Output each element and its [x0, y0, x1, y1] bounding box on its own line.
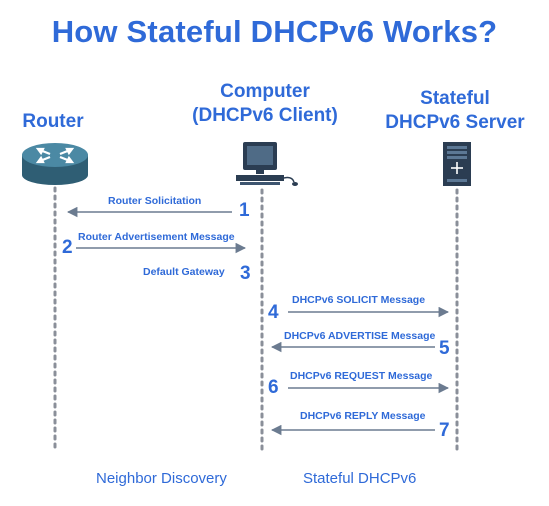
step-number-1: 1	[239, 200, 250, 221]
msg-label-7: DHCPv6 REPLY Message	[300, 410, 426, 422]
computer-icon	[236, 142, 298, 186]
step-number-3: 3	[240, 263, 251, 284]
step-number-4: 4	[268, 302, 279, 323]
server-icon	[443, 142, 471, 186]
msg-label-6: DHCPv6 REQUEST Message	[290, 370, 433, 382]
server-label-line2: DHCPv6 Server	[385, 112, 525, 133]
computer-label: Computer (DHCPv6 Client)	[170, 80, 360, 128]
router-icon	[22, 143, 88, 185]
step-number-2: 2	[62, 237, 73, 258]
server-label-line1: Stateful	[420, 88, 490, 109]
step-number-6: 6	[268, 377, 279, 398]
msg-label-1: Router Solicitation	[108, 195, 202, 207]
msg-label-2: Router Advertisement Message	[78, 231, 235, 243]
step-number-7: 7	[439, 420, 450, 441]
page-title: How Stateful DHCPv6 Works?	[51, 14, 498, 49]
step-number-5: 5	[439, 338, 450, 359]
computer-label-line2: (DHCPv6 Client)	[192, 105, 338, 126]
phase-label-stateful-dhcpv6: Stateful DHCPv6	[303, 470, 417, 487]
phase-label-neighbor-discovery: Neighbor Discovery	[96, 470, 227, 487]
computer-label-line1: Computer	[220, 81, 310, 102]
server-label: Stateful DHCPv6 Server	[370, 87, 540, 135]
msg-label-5: DHCPv6 ADVERTISE Message	[284, 330, 436, 342]
msg-label-3: Default Gateway	[143, 266, 225, 278]
router-label: Router	[22, 111, 84, 132]
msg-label-4: DHCPv6 SOLICIT Message	[292, 294, 426, 306]
